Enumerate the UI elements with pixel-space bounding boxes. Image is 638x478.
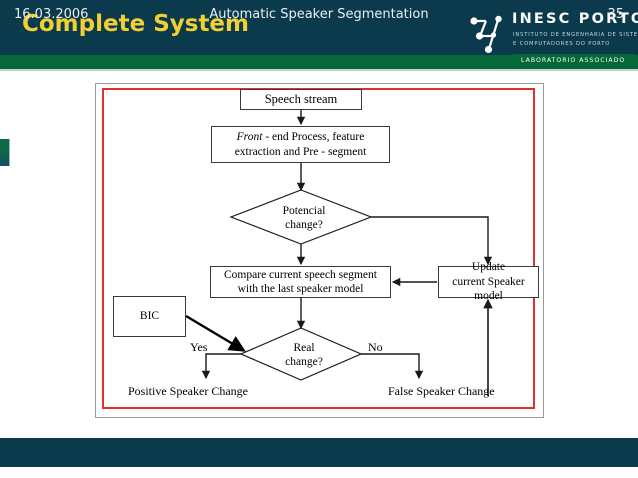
decision-real-line2: change? xyxy=(285,356,323,369)
edge-label-yes: Yes xyxy=(190,340,208,354)
header-green-band xyxy=(0,55,638,69)
footer-page-number: 35 xyxy=(607,7,624,22)
page-title: Complete System xyxy=(22,11,250,37)
logo-wordmark: INESC PORTO xyxy=(512,11,638,27)
node-update-line2: current Speaker model xyxy=(452,275,525,303)
node-front-end-rest: - end Process, feature xyxy=(262,131,365,144)
node-bic-label: BIC xyxy=(139,310,160,323)
node-speech-stream[interactable]: Speech stream xyxy=(240,89,362,110)
decision-potencial-line2: change? xyxy=(285,219,323,232)
logo-subtitle-line-2: E COMPUTADORES DO PORTO xyxy=(513,41,611,47)
footer-title: Automatic Speaker Segmentation xyxy=(209,7,429,22)
terminal-positive-speaker-change: Positive Speaker Change xyxy=(128,384,248,398)
decision-real-change[interactable]: Real change? xyxy=(268,341,340,370)
node-bic[interactable]: BIC xyxy=(113,296,186,337)
node-update-line1: Update xyxy=(471,261,506,274)
footer-date: 16.03.2006 xyxy=(14,7,89,22)
terminal-false-speaker-change: False Speaker Change xyxy=(388,384,495,398)
decision-potencial-line1: Potencial xyxy=(282,205,326,217)
logo-associate-band: LABORATORIO ASSOCIADO xyxy=(513,54,634,67)
node-compare-segment[interactable]: Compare current speech segment with the … xyxy=(210,266,391,298)
header-band-shadow xyxy=(0,69,638,71)
edge-label-no: No xyxy=(368,340,383,354)
node-update-speaker-model[interactable]: Update current Speaker model xyxy=(438,261,539,302)
decision-potencial-change[interactable]: Potencial change? xyxy=(268,204,340,233)
node-compare-line1: Compare current speech segment xyxy=(224,268,377,281)
decision-real-line1: Real xyxy=(293,342,315,354)
inesc-porto-logo: INESC PORTO INSTITUTO DE ENGENHARIA DE S… xyxy=(468,6,638,69)
slide-header-bar xyxy=(0,0,638,55)
logo-subtitle-line-1: INSTITUTO DE ENGENHARIA DE SISTEMAS xyxy=(513,32,638,38)
logo-associate-label: LABORATORIO ASSOCIADO xyxy=(521,57,626,64)
logo-network-icon xyxy=(470,15,502,54)
node-compare-line2: with the last speaker model xyxy=(237,283,364,295)
node-front-end-process[interactable]: Front - end Process, feature extraction … xyxy=(211,126,390,163)
node-front-end-line2: extraction and Pre - segment xyxy=(234,145,367,158)
slide-footer-bar xyxy=(0,438,638,467)
node-speech-stream-label: Speech stream xyxy=(264,91,338,106)
left-edge-tab xyxy=(0,139,10,166)
node-front-end-italic: Front xyxy=(236,131,263,144)
